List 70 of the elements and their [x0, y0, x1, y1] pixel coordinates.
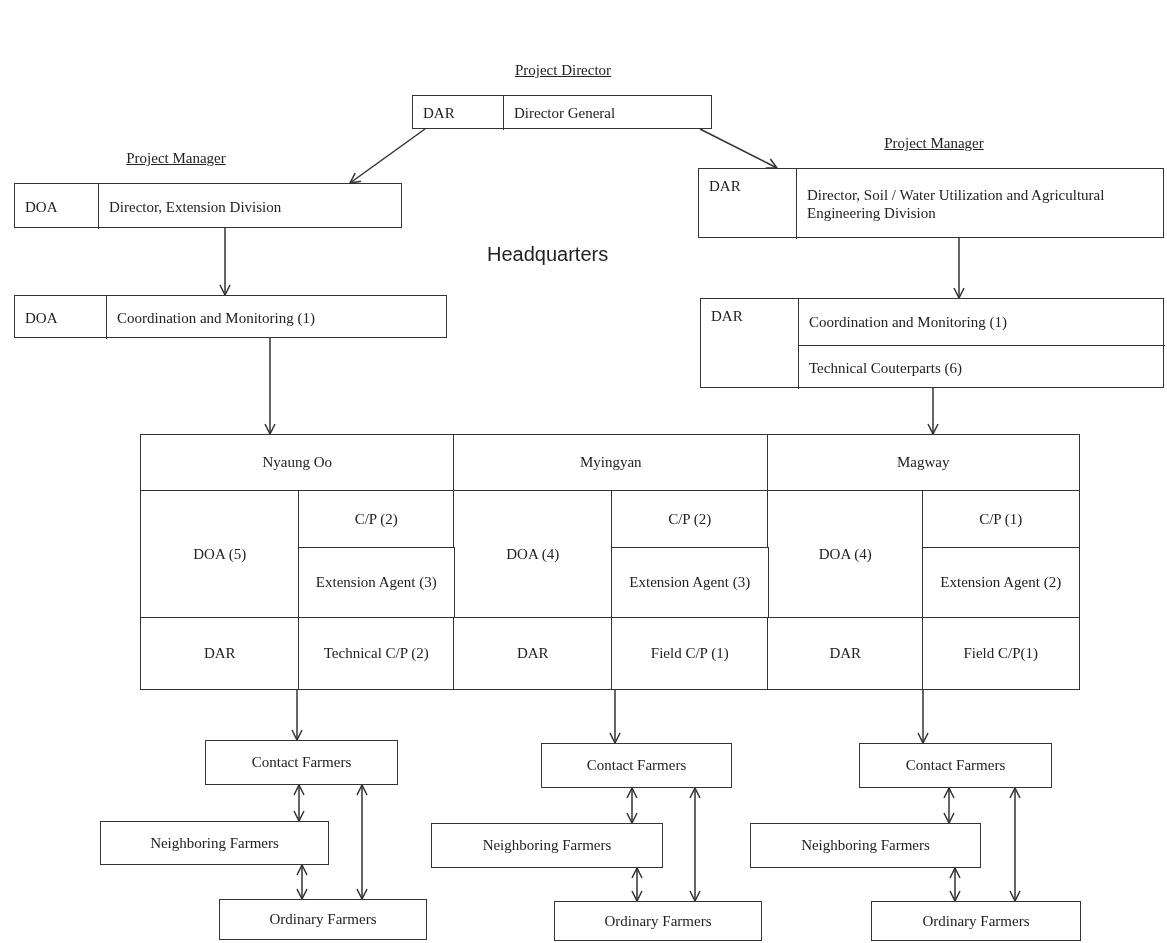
arrow	[296, 864, 308, 900]
arrow	[349, 128, 426, 184]
arrow	[917, 689, 929, 744]
table-cell: C/P (2)	[298, 490, 455, 549]
farmer-group-box	[859, 743, 1052, 788]
farmer-group-box	[431, 823, 663, 868]
farmer-group-box	[554, 901, 762, 941]
arrow	[949, 867, 961, 902]
arrow	[699, 128, 778, 169]
farmer-group-box	[750, 823, 981, 868]
farmer-group-box	[219, 899, 427, 940]
department-label: DOA	[24, 308, 59, 328]
farmer-group-box	[205, 740, 398, 785]
role-heading: Project Manager	[126, 150, 226, 167]
group-name: Ordinary Farmers	[269, 911, 377, 928]
department-label: DAR	[710, 307, 744, 326]
arrow	[291, 689, 303, 741]
group-name: Neighboring Farmers	[482, 837, 612, 854]
group-name: Contact Farmers	[251, 754, 352, 771]
group-name: Neighboring Farmers	[801, 837, 930, 854]
group-name: Contact Farmers	[905, 757, 1006, 774]
unit-title: Coordination and Monitoring (1)	[798, 299, 1165, 345]
arrow	[927, 387, 939, 435]
table-cell: Field C/P(1)	[922, 617, 1080, 690]
table-frame	[140, 434, 1080, 690]
table-cell: DAR	[767, 617, 924, 690]
unit-title: Director, Extension Division	[98, 184, 403, 229]
section-label: Headquarters	[487, 243, 609, 266]
arrow	[631, 867, 643, 902]
arrow	[356, 784, 368, 900]
table-cell: C/P (2)	[611, 490, 769, 549]
role-heading: Project Manager	[884, 135, 984, 152]
org-unit-box	[700, 298, 1164, 388]
table-cell: Field C/P (1)	[611, 617, 769, 690]
department-label: DAR	[422, 104, 456, 123]
table-cell: DAR	[140, 617, 300, 690]
unit-title: Coordination and Monitoring (1)	[106, 296, 448, 339]
table-cell: Extension Agent (3)	[298, 547, 455, 619]
arrow	[1009, 787, 1021, 902]
department-label: DOA	[24, 197, 59, 217]
table-cell: C/P (1)	[922, 490, 1080, 549]
arrow	[293, 784, 305, 822]
department-label: DAR	[708, 177, 742, 196]
unit-title: Director General	[503, 96, 713, 130]
role-heading: Project Director	[514, 62, 612, 79]
arrow	[953, 237, 965, 299]
org-unit-box	[14, 295, 447, 338]
table-cell: DAR	[453, 617, 613, 690]
farmer-group-box	[871, 901, 1081, 941]
arrow	[626, 787, 638, 824]
table-cell: Magway	[767, 434, 1080, 492]
farmer-group-box	[100, 821, 329, 865]
table-cell: Extension Agent (3)	[611, 547, 769, 619]
group-name: Contact Farmers	[586, 757, 687, 774]
table-cell: DOA (5)	[140, 490, 300, 619]
farmer-group-box	[541, 743, 732, 788]
arrow	[264, 337, 276, 435]
arrow	[609, 689, 621, 744]
group-name: Ordinary Farmers	[604, 912, 712, 930]
group-name: Ordinary Farmers	[922, 912, 1030, 930]
group-name: Neighboring Farmers	[150, 834, 279, 852]
table-cell: Nyaung Oo	[140, 434, 455, 492]
arrow	[689, 787, 701, 902]
unit-title: Technical Couterparts (6)	[798, 345, 1165, 389]
unit-title: Director, Soil / Water Utilization and Agricultural Engineering Division	[796, 169, 1165, 239]
arrow	[943, 787, 955, 824]
table-cell: Extension Agent (2)	[922, 547, 1080, 619]
table-cell: Myingyan	[453, 434, 769, 492]
table-cell: Technical C/P (2)	[298, 617, 455, 690]
arrow	[219, 227, 231, 296]
